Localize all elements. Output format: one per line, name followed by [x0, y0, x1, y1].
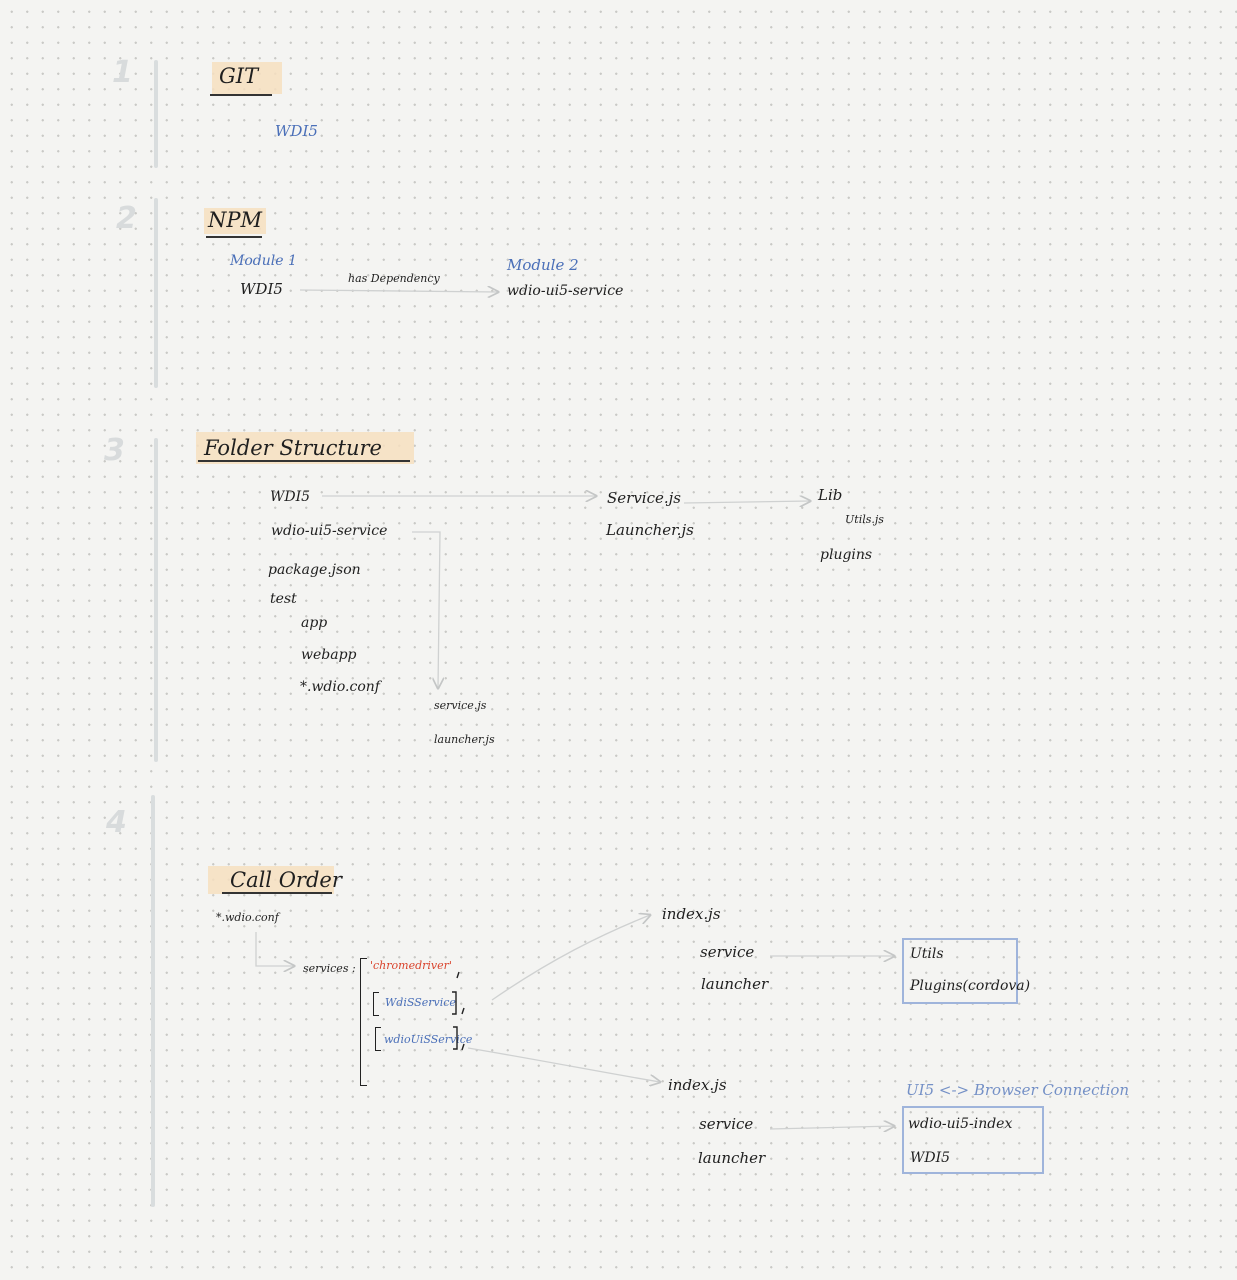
folder-item-test: test [270, 591, 297, 607]
index1-file: index.js [662, 905, 721, 923]
box2-wdi5: WDI5 [910, 1150, 951, 1166]
service-item-wdi5service: WdiSService [385, 996, 456, 1009]
service-item-chromedriver: 'chromedriver' [370, 959, 452, 972]
box1 [902, 938, 1018, 1004]
npm-module1-name: WDI5 [240, 280, 283, 298]
section-3-number: 3 [104, 433, 125, 468]
call-title-underline [222, 892, 332, 894]
call-title-highlight [208, 866, 334, 894]
git-title-underline [210, 94, 272, 96]
git-title-highlight [212, 62, 282, 94]
folder-item-wdio-conf: *.wdio.conf [300, 679, 380, 695]
section-3-rail [154, 438, 158, 762]
npm-relation-label: has Dependency [348, 272, 440, 285]
npm-title-highlight [204, 208, 266, 234]
bracket-close-wdi5service [452, 991, 457, 1015]
bracket-close-wdioui5service [453, 1026, 458, 1050]
box1-plugins: Plugins(cordova) [910, 978, 1031, 994]
npm-module1-label: Module 1 [230, 253, 297, 269]
section-4-rail [151, 795, 155, 1207]
comma-3 [461, 1043, 465, 1051]
box1-utils: Utils [910, 946, 944, 962]
call-config-file: *.wdio.conf [216, 911, 279, 924]
wdi5-file-launcher-js: Launcher.js [606, 521, 694, 539]
index2-file: index.js [668, 1076, 727, 1094]
section-2-rail [154, 198, 158, 388]
section-2-number: 2 [116, 201, 137, 236]
folder-item-webapp: webapp [301, 647, 357, 663]
call-title: Call Order [230, 868, 342, 892]
folder-title-underline [198, 460, 410, 462]
folder-item-wdi5: WDI5 [270, 489, 311, 505]
index1-launcher: launcher [701, 975, 769, 993]
npm-title-underline [206, 236, 262, 238]
folder-item-app: app [301, 615, 328, 631]
arrow-index2-service-to-box2 [769, 1126, 894, 1129]
git-repo-label: WDI5 [275, 122, 318, 140]
arrow-ui5-service-to-files [412, 531, 440, 688]
comma-1 [456, 971, 460, 979]
section-4-number: 4 [106, 805, 127, 840]
npm-title: NPM [208, 208, 263, 232]
wdio-ui5-service-bracket [375, 1027, 381, 1051]
wdi5-service-bracket [373, 992, 379, 1016]
git-title: GIT [219, 64, 259, 88]
index1-service: service [700, 943, 755, 961]
npm-module2-name: wdio-ui5-service [507, 283, 624, 299]
folder-title-highlight [196, 432, 414, 464]
arrow-conf-to-services [255, 932, 294, 966]
services-array-bracket [360, 958, 367, 1086]
section-1-number: 1 [112, 55, 133, 90]
box2-title: UI5 <-> Browser Connection [906, 1081, 1130, 1099]
folder-plugins: plugins [820, 547, 873, 563]
folder-item-package-json: package.json [268, 562, 361, 578]
folder-title: Folder Structure [204, 436, 382, 460]
arrow-wdioui5service-to-index2 [467, 1047, 660, 1082]
arrow-service-js-to-lib [683, 501, 810, 503]
index2-service: service [699, 1115, 754, 1133]
comma-2 [461, 1007, 465, 1015]
index2-launcher: launcher [698, 1149, 766, 1167]
folder-lib: Lib [818, 486, 843, 504]
service-item-wdiouiservice: wdioUiSService [384, 1033, 473, 1046]
arrow-wdi5-to-module2 [299, 290, 498, 292]
arrow-wdi5service-to-index1 [491, 915, 650, 1001]
wdi5-file-service-js: Service.js [607, 489, 681, 507]
box2 [902, 1106, 1044, 1174]
folder-item-wdio-ui5-service: wdio-ui5-service [271, 523, 388, 539]
service-file-launcher-js: launcher.js [434, 733, 495, 746]
folder-utils-js: Utils.js [845, 513, 884, 526]
npm-module2-label: Module 2 [507, 256, 579, 274]
section-1-rail [154, 60, 158, 168]
box2-wdio-ui5-index: wdio-ui5-index [908, 1116, 1013, 1132]
service-file-service-js: service.js [434, 699, 487, 712]
services-label: services : [303, 962, 356, 975]
